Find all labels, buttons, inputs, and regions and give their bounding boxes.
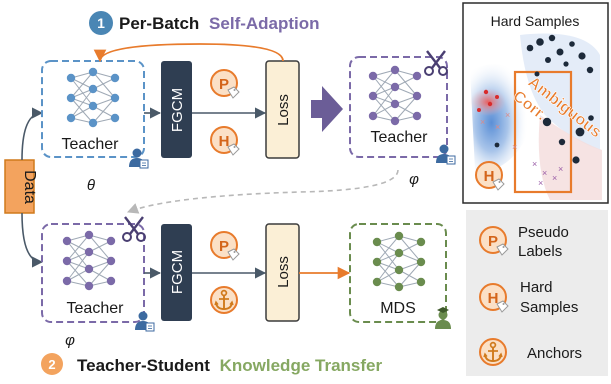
teacher-bottom-label: Teacher	[67, 300, 125, 317]
legend-hard-samples-letter: H	[488, 290, 499, 307]
hard-samples-scatter-plot: × × × × × × × × ×	[470, 33, 602, 200]
pseudo-label-badge-top-letter: P	[219, 76, 229, 93]
mds-box	[349, 223, 447, 323]
step-2-title-b: Knowledge Transfer	[220, 356, 383, 375]
teacher-bottom-network-icon	[62, 230, 116, 291]
step-1-number: 1	[97, 15, 105, 31]
step-2-title: Teacher-Student Knowledge Transfer	[77, 356, 382, 375]
update-arrow-icon	[311, 86, 343, 132]
svg-text:×: ×	[538, 178, 543, 188]
tag-icon	[227, 143, 240, 156]
hard-panel-badge-letter: H	[484, 168, 495, 185]
mds-network-icon	[372, 231, 426, 292]
legend-pseudo-labels-line2: Labels	[518, 243, 562, 260]
step-1-title-b: Self-Adaption	[209, 14, 320, 33]
fgcm-bottom-block	[161, 224, 192, 321]
svg-text:×: ×	[480, 117, 485, 127]
step-2-badge	[41, 353, 63, 375]
tag-icon	[227, 248, 240, 261]
fgcm-bottom-label: FGCM	[169, 250, 186, 294]
student-icon	[435, 307, 451, 329]
theta-label: θ	[87, 177, 95, 194]
teacher-updated-label: Teacher	[371, 129, 429, 146]
svg-text:×: ×	[558, 164, 563, 174]
phi-bottom-label: φ	[65, 332, 75, 349]
loss-bottom-label: Loss	[275, 256, 292, 288]
data-block	[4, 159, 35, 214]
legend-pseudo-labels-letter: P	[488, 233, 498, 250]
fgcm-top-label: FGCM	[169, 88, 186, 132]
step-1-title: Per-Batch Self-Adaption	[119, 14, 320, 33]
legend-hard-samples-line1: Hard	[520, 279, 553, 296]
legend-hard-samples-line2: Samples	[520, 299, 578, 316]
step-2-number: 2	[48, 357, 55, 372]
loss-to-teacher-feedback-arrow	[93, 43, 284, 63]
scissors-icon	[121, 215, 147, 243]
weight-transfer-dashed-arrow	[126, 169, 399, 214]
legend-anchors-label: Anchors	[527, 345, 582, 362]
step-1-title-a: Per-Batch	[119, 14, 199, 33]
svg-text:×: ×	[532, 159, 537, 169]
teacher-updated-box	[349, 56, 448, 158]
svg-text:×: ×	[552, 173, 557, 183]
scissors-icon	[423, 49, 449, 77]
fgcm-top-block	[161, 61, 192, 158]
teacher-top-network-icon	[66, 67, 120, 128]
svg-text:×: ×	[505, 110, 510, 120]
svg-text:×: ×	[512, 142, 517, 152]
tag-icon	[227, 86, 240, 99]
mds-label: MDS	[380, 300, 416, 317]
teacher-top-label: Teacher	[62, 136, 120, 153]
hard-sample-badge-top-letter: H	[219, 133, 230, 150]
svg-text:×: ×	[542, 168, 547, 178]
legend-pseudo-labels-line1: Pseudo	[518, 224, 569, 241]
data-to-teacher-top-arrow	[21, 107, 44, 161]
step-2-title-a: Teacher-Student	[77, 356, 210, 375]
teacher-top-person-icon	[128, 148, 149, 169]
phi-top-label: φ	[409, 171, 419, 188]
hard-samples-title: Hard Samples	[491, 13, 580, 29]
teacher-updated-network-icon	[368, 65, 422, 126]
svg-text:×: ×	[495, 122, 500, 132]
data-to-teacher-bottom-arrow	[21, 212, 44, 268]
pseudo-label-badge-bottom-letter: P	[219, 238, 229, 255]
data-label: Data	[21, 170, 38, 204]
loss-top-label: Loss	[275, 94, 292, 126]
teacher-updated-person-icon	[435, 144, 456, 165]
step-1-badge	[89, 11, 113, 35]
teacher-top-box	[41, 60, 145, 158]
